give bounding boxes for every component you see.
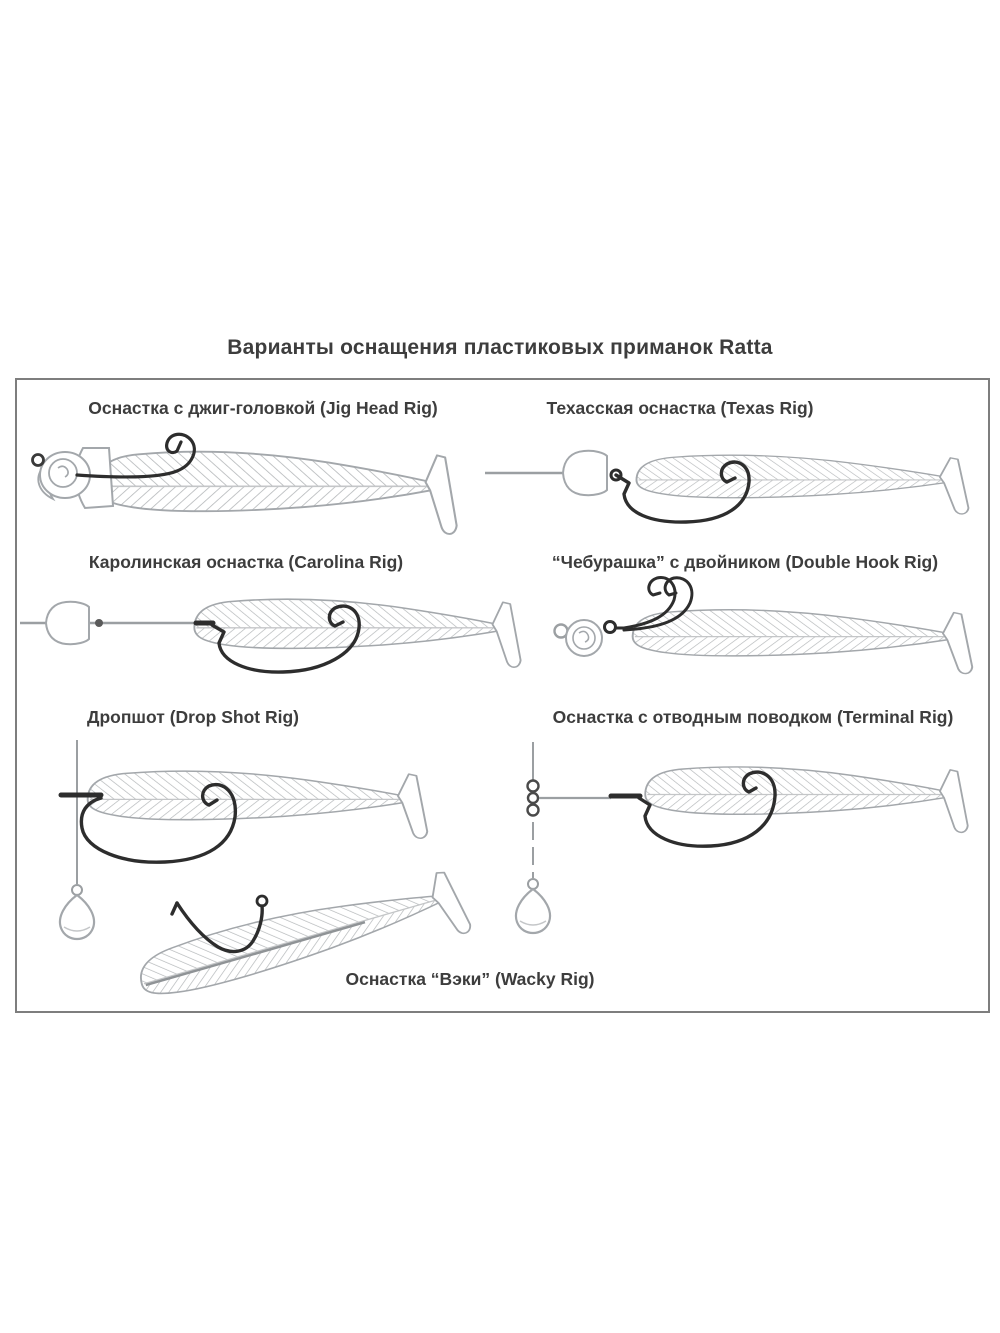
lure-body: [132, 864, 473, 1024]
line-tie-eyelet: [31, 453, 45, 467]
texas-rig-illustration: [485, 449, 970, 524]
three-way-swivel: [526, 779, 540, 817]
hook-eye: [609, 468, 623, 482]
rig-label-drop-shot: Дропшот (Drop Shot Rig): [87, 707, 299, 727]
jig-hook: [75, 432, 196, 479]
drop-shot-rig-illustration: [58, 740, 429, 941]
rig-label-carolina: Каролинская оснастка (Carolina Rig): [88, 552, 404, 572]
bead-stop: [95, 619, 103, 627]
bullet-weight: [44, 600, 90, 646]
rig-label-terminal: Оснастка с отводным поводком (Terminal R…: [552, 707, 954, 727]
carolina-rig-illustration: [20, 598, 522, 674]
bullet-weight: [561, 449, 608, 497]
lure-body: [95, 450, 458, 535]
drop-weight: [514, 878, 552, 935]
lure-body: [635, 454, 970, 515]
offset-hook: [79, 782, 238, 864]
cheburashka-weight: [553, 619, 617, 657]
drop-weight: [58, 884, 96, 941]
double-hook: [615, 576, 694, 632]
page-title: Варианты оснащения пластиковых приманок …: [227, 336, 773, 359]
wacky-hook: [170, 894, 269, 954]
terminal-rig-illustration: [514, 742, 969, 935]
lure-body: [631, 608, 974, 675]
wacky-rig-illustration: [132, 864, 473, 1024]
lure-body: [86, 770, 429, 840]
jig-head-weight: [37, 447, 115, 510]
offset-hook: [614, 460, 751, 524]
lure-body: [644, 765, 969, 834]
rig-label-wacky: Оснастка “Вэки” (Wacky Rig): [345, 969, 595, 989]
rig-label-double-hook: “Чебурашка” с двойником (Double Hook Rig…: [551, 552, 939, 572]
offset-hook: [637, 770, 777, 848]
double-hook-rig-illustration: [553, 576, 974, 675]
rig-label-jig-head: Оснастка с джиг-головкой (Jig Head Rig): [88, 398, 438, 418]
jig-head-rig-illustration: [31, 432, 458, 535]
rig-label-texas: Техасская оснастка (Texas Rig): [546, 398, 814, 418]
offset-hook: [210, 604, 361, 674]
